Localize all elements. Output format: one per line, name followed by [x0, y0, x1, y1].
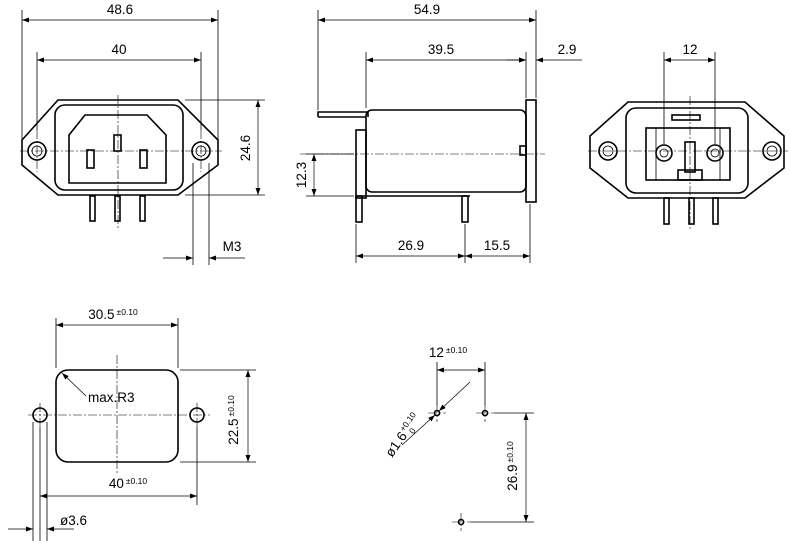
pcb-layout-view: 12±0.10 26.9±0.10 ø1.6+0.100 [381, 345, 534, 531]
cutout-height-label: 22.5±0.10 [226, 395, 241, 445]
body-length-label: 39.5 [428, 42, 454, 57]
pin-offset-b-label: 15.5 [484, 238, 510, 253]
rear-view: 12 [588, 42, 788, 230]
side-view: 54.9 39.5 2.9 12.3 26.9 15.5 [294, 2, 582, 263]
flange-thickness-label: 2.9 [558, 42, 577, 57]
cutout-hole-spacing-label: 40±0.10 [109, 476, 148, 491]
thread-label: M3 [223, 239, 242, 254]
pcb-pin-spacing-x-label: 12±0.10 [429, 345, 468, 360]
pin-height-label: 12.3 [294, 162, 309, 188]
rear-pin-spacing-label: 12 [682, 42, 697, 57]
pcb-pin-spacing-y-label: 26.9±0.10 [505, 441, 520, 491]
front-view: 48.6 40 24.6 M3 [20, 2, 265, 265]
cutout-hole-diameter-label: ø3.6 [60, 513, 87, 528]
height-label: 24.6 [238, 135, 253, 161]
overall-length-label: 54.9 [414, 2, 440, 17]
hole-spacing-label: 40 [111, 42, 126, 57]
corner-radius-label: max.R3 [88, 390, 135, 405]
overall-width-label: 48.6 [107, 2, 133, 17]
panel-cutout-view: 30.5±0.10 22.5±0.10 max.R3 40±0.10 ø3.6 [8, 307, 256, 541]
pin-offset-a-label: 26.9 [398, 238, 424, 253]
cutout-width-label: 30.5±0.10 [88, 307, 138, 322]
pcb-hole-diameter-label: ø1.6+0.100 [381, 410, 425, 462]
